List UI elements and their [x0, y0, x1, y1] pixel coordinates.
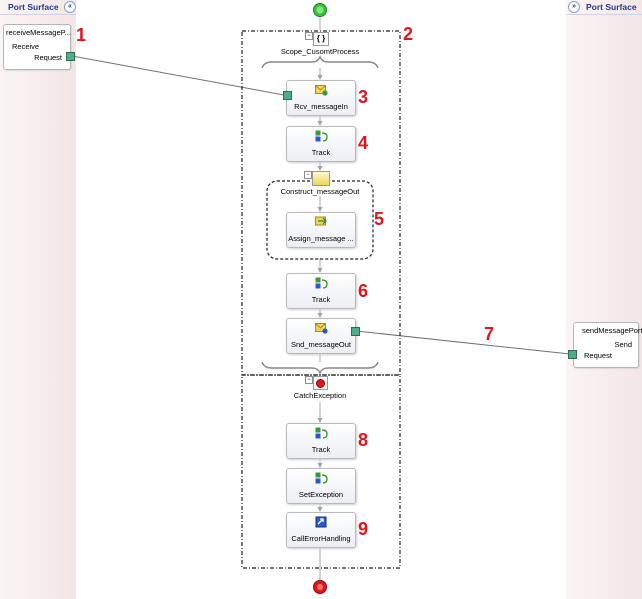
call-error-handling-shape[interactable]: CallErrorHandling	[286, 512, 356, 548]
construct-title: Construct_messageOut	[280, 187, 360, 196]
expression-icon	[315, 472, 328, 484]
expression-icon	[315, 130, 328, 142]
right-port-surface	[566, 0, 642, 599]
receive-port-message: Request	[34, 53, 62, 62]
receive-port[interactable]: receiveMessageP... Receive Request	[3, 24, 71, 70]
track-shape-3[interactable]: Track	[286, 423, 356, 459]
construct-collapse-icon[interactable]: −	[304, 171, 312, 179]
catch-exception-icon	[313, 376, 328, 390]
snd-port-connector-icon[interactable]	[351, 327, 360, 336]
receive-envelope-icon	[315, 85, 328, 96]
snd-message-out-shape[interactable]: Snd_messageOut	[286, 318, 356, 354]
catch-collapse-icon[interactable]: −	[305, 376, 313, 384]
receive-port-connector-icon[interactable]	[66, 52, 75, 61]
send-envelope-icon	[315, 323, 328, 334]
callout-1: 1	[76, 25, 87, 45]
callout-5: 5	[374, 209, 385, 229]
right-port-surface-header: » Port Surface	[566, 0, 642, 15]
callout-3: 3	[358, 87, 369, 107]
send-port-operation: Send	[614, 340, 632, 349]
track-shape-2[interactable]: Track	[286, 273, 356, 309]
left-port-surface-title: Port Surface	[8, 2, 59, 12]
construct-message-icon	[312, 171, 330, 186]
set-exception-shape[interactable]: SetException	[286, 468, 356, 504]
callout-9: 9	[358, 519, 369, 539]
track-shape-1[interactable]: Track	[286, 126, 356, 162]
scope-title: Scope_CusomtProcess	[280, 47, 360, 56]
callout-7: 7	[484, 324, 495, 344]
expression-icon	[315, 427, 328, 439]
scope-collapse-icon[interactable]: −	[305, 32, 313, 40]
call-orchestration-icon	[315, 516, 327, 528]
left-port-surface-header: Port Surface «	[0, 0, 76, 15]
receive-port-operation: Receive	[12, 42, 40, 51]
rcv-message-in-shape[interactable]: Rcv_messageIn	[286, 80, 356, 116]
right-port-surface-title: Port Surface	[586, 2, 637, 12]
rcv-port-connector-icon[interactable]	[283, 91, 292, 100]
left-port-surface	[0, 0, 76, 599]
catch-title: CatchException	[293, 391, 347, 400]
receive-port-name: receiveMessageP...	[6, 28, 71, 37]
message-assign-icon	[315, 216, 327, 226]
assign-message-shape[interactable]: Assign_message ...	[286, 212, 356, 248]
callout-8: 8	[358, 430, 369, 450]
callout-6: 6	[358, 281, 369, 301]
send-port-message: Request	[584, 351, 612, 360]
double-chevron-left-icon[interactable]: «	[64, 1, 76, 13]
expression-icon	[315, 277, 328, 289]
send-port[interactable]: sendMessagePort Send Request	[573, 322, 642, 368]
callout-2: 2	[403, 24, 414, 44]
send-port-name: sendMessagePort	[582, 326, 642, 335]
double-chevron-right-icon[interactable]: »	[568, 1, 580, 13]
callout-4: 4	[358, 133, 369, 153]
scope-icon: { }	[313, 32, 329, 46]
send-port-connector-icon[interactable]	[568, 350, 577, 359]
